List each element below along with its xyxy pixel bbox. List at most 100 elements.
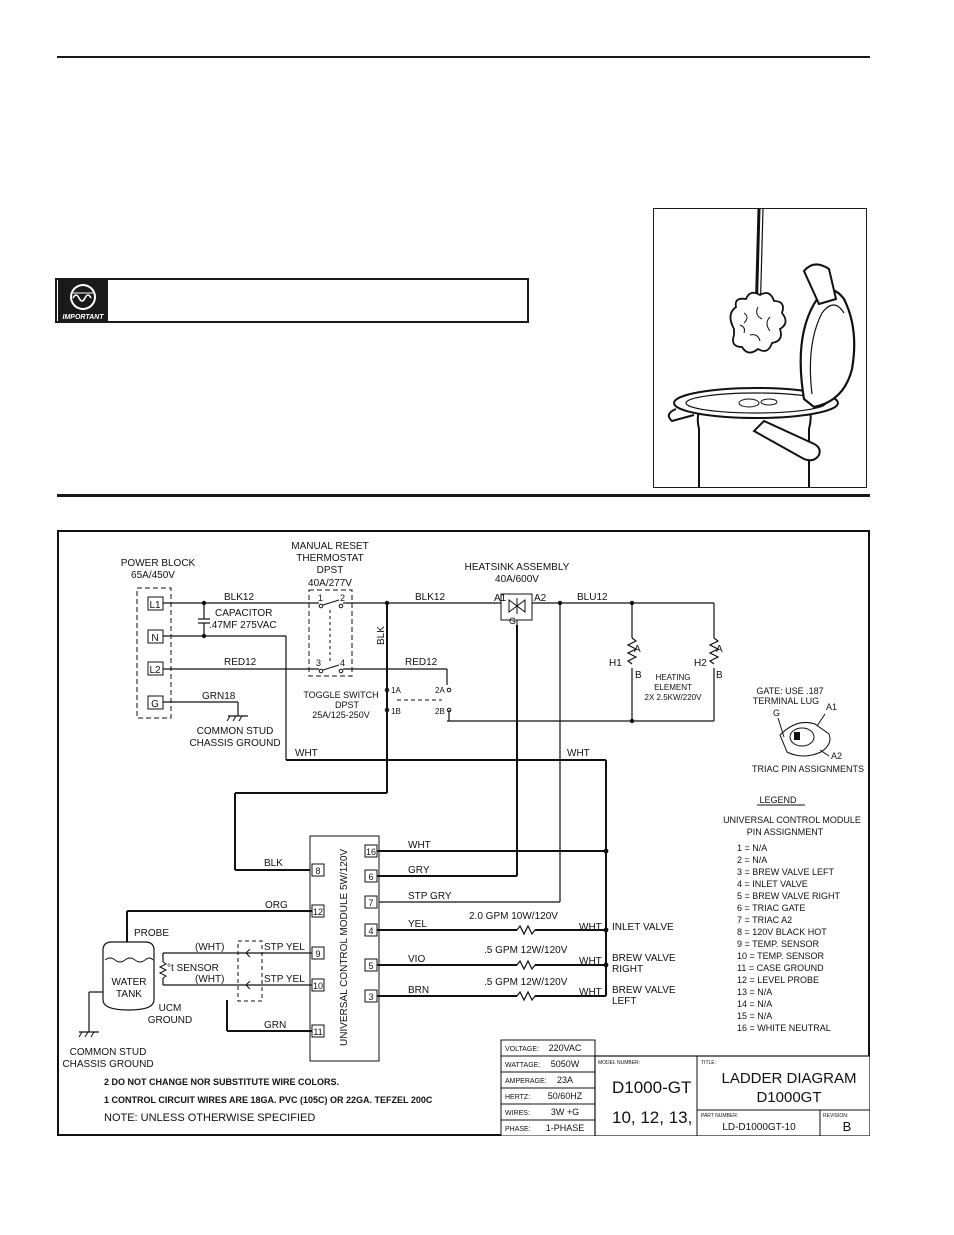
valve-device-4: INLET VALVE bbox=[612, 922, 674, 933]
toggle-pin-1b: 1B bbox=[391, 707, 401, 716]
capacitor-label: CAPACITOR bbox=[215, 608, 272, 619]
thermostat-pin-2: 2 bbox=[340, 593, 345, 603]
important-notice-box: IMPORTANT bbox=[55, 278, 529, 323]
terminal-g: G bbox=[151, 699, 159, 710]
thermostat-pin-1: 1 bbox=[318, 593, 323, 603]
spec-label: VOLTAGE: bbox=[505, 1046, 539, 1053]
ucm-pin-6: 6 bbox=[368, 872, 373, 882]
wire-red12-b: RED12 bbox=[405, 657, 438, 668]
legend-item: 4 = INLET VALVE bbox=[737, 879, 808, 889]
chassis-ground-2-line1: COMMON STUD bbox=[70, 1047, 147, 1058]
spec-table: VOLTAGE: 220VAC WATTAGE: 5050W AMPERAGE:… bbox=[500, 1039, 596, 1137]
legend-item: 13 = N/A bbox=[737, 987, 772, 997]
ucm-pin-16: 16 bbox=[366, 847, 376, 857]
note-1: 1 CONTROL CIRCUIT WIRES ARE 18GA. PVC (1… bbox=[104, 1095, 433, 1105]
top-rule bbox=[57, 56, 870, 58]
legend-item: 16 = WHITE NEUTRAL bbox=[737, 1023, 831, 1033]
legend-item: 14 = N/A bbox=[737, 999, 772, 1009]
note-2: 2 DO NOT CHANGE NOR SUBSTITUTE WIRE COLO… bbox=[104, 1077, 339, 1087]
ucm-pin-9: 9 bbox=[315, 949, 320, 959]
wire-red12-a: RED12 bbox=[224, 657, 257, 668]
thermostat-line3: DPST bbox=[317, 565, 344, 576]
heating-a-1: A bbox=[634, 644, 641, 655]
thermostat-pin-4: 4 bbox=[340, 658, 345, 668]
valve-rating-5: .5 GPM 12W/120V bbox=[484, 945, 568, 956]
power-block-title: POWER BLOCK bbox=[121, 558, 196, 569]
note-main: NOTE: UNLESS OTHERWISE SPECIFIED bbox=[104, 1112, 315, 1124]
spec-value: 3W +G bbox=[551, 1107, 579, 1117]
ladder-diagram-svg: POWER BLOCK 65A/450V L1 N L2 G BLK12 CAP… bbox=[57, 530, 871, 1137]
wire-wht-b: WHT bbox=[567, 748, 590, 759]
capacitor-value: .47MF 275VAC bbox=[209, 620, 277, 631]
heatsink-rating: 40A/600V bbox=[495, 574, 539, 585]
toggle-pin-2b: 2B bbox=[435, 707, 445, 716]
power-block-rating: 65A/450V bbox=[131, 570, 175, 581]
title-block: MODEL NUMBER: D1000-GT 10, 12, 13, TITLE… bbox=[594, 1055, 871, 1137]
cleaning-illustration bbox=[653, 208, 867, 488]
spec-value: 1-PHASE bbox=[546, 1123, 585, 1133]
legend-item: 12 = LEVEL PROBE bbox=[737, 975, 819, 985]
wire-blk: BLK bbox=[264, 858, 283, 869]
ucm-wire-5: VIO bbox=[408, 954, 425, 965]
triac-g: G bbox=[773, 708, 780, 718]
legend-item: 3 = BREW VALVE LEFT bbox=[737, 867, 834, 877]
spec-value: 50/60HZ bbox=[548, 1091, 583, 1101]
rev-label: REVISION: bbox=[823, 1113, 848, 1119]
part-number: LD-D1000GT-10 bbox=[722, 1122, 796, 1133]
heatsink-g: G bbox=[509, 616, 516, 626]
ucm-pin-8: 8 bbox=[315, 866, 320, 876]
heating-rating: 2X 2.5KW/220V bbox=[645, 693, 703, 702]
spec-label: WIRES: bbox=[505, 1110, 530, 1117]
valve-ret-4: WHT bbox=[579, 922, 602, 933]
triac-gate-line2: TERMINAL LUG bbox=[753, 696, 819, 706]
wire-stp-yel-2: STP YEL bbox=[264, 974, 305, 985]
tank-line2: TANK bbox=[116, 989, 142, 1000]
sensor-label: °t SENSOR bbox=[167, 963, 219, 974]
toggle-pin-2a: 2A bbox=[435, 686, 445, 695]
spec-value: 220VAC bbox=[549, 1043, 582, 1053]
ucm-pin-5: 5 bbox=[368, 961, 373, 971]
legend-item: 5 = BREW VALVE RIGHT bbox=[737, 891, 840, 901]
wire-grn18: GRN18 bbox=[202, 691, 236, 702]
spec-value: 23A bbox=[557, 1075, 573, 1085]
valve-device-5: BREW VALVE bbox=[612, 953, 676, 964]
spec-label: PHASE: bbox=[505, 1126, 531, 1133]
toggle-pin-1a: 1A bbox=[391, 686, 401, 695]
ucm-pin-4: 4 bbox=[368, 926, 373, 936]
valve-ret-3: WHT bbox=[579, 987, 602, 998]
legend-item: 15 = N/A bbox=[737, 1011, 772, 1021]
heatsink-a2: A2 bbox=[534, 593, 547, 604]
ucm-pin-11: 11 bbox=[313, 1027, 322, 1037]
heating-label1: HEATING bbox=[656, 673, 691, 682]
legend-item: 8 = 120V BLACK HOT bbox=[737, 927, 827, 937]
wire-wht-p1: (WHT) bbox=[195, 942, 224, 953]
legend-item: 11 = CASE GROUND bbox=[737, 963, 824, 973]
toggle-switch-rating: 25A/125-250V bbox=[312, 710, 370, 720]
valve-device2-5: RIGHT bbox=[612, 964, 643, 975]
spec-label: WATTAGE: bbox=[505, 1062, 540, 1069]
valve-rating-4: 2.0 GPM 10W/120V bbox=[469, 911, 558, 922]
wire-stp-yel-1: STP YEL bbox=[264, 942, 305, 953]
spec-label: AMPERAGE: bbox=[505, 1078, 547, 1085]
title-label: TITLE: bbox=[701, 1060, 716, 1066]
brush-pot-drawing bbox=[667, 208, 856, 487]
wire-blu12: BLU12 bbox=[577, 592, 608, 603]
heating-b-2: B bbox=[716, 670, 723, 681]
legend-item: 10 = TEMP. SENSOR bbox=[737, 951, 824, 961]
heating-h2: H2 bbox=[694, 658, 707, 669]
wire-org: ORG bbox=[265, 900, 288, 911]
valve-ret-5: WHT bbox=[579, 956, 602, 967]
terminal-l1: L1 bbox=[149, 600, 161, 611]
ucm-wire-4: YEL bbox=[408, 919, 427, 930]
title-line2: D1000GT bbox=[756, 1089, 821, 1106]
terminal-l2: L2 bbox=[149, 665, 161, 676]
legend-item: 9 = TEMP. SENSOR bbox=[737, 939, 819, 949]
part-label: PART NUMBER: bbox=[701, 1113, 738, 1119]
ucm-pin-7: 7 bbox=[368, 898, 373, 908]
wire-blk12-a: BLK12 bbox=[224, 592, 254, 603]
thermostat-line1: MANUAL RESET bbox=[291, 541, 368, 552]
section-rule bbox=[57, 494, 870, 497]
ladder-diagram: POWER BLOCK 65A/450V L1 N L2 G BLK12 CAP… bbox=[57, 530, 871, 1137]
ucm-wire-3: BRN bbox=[408, 985, 429, 996]
toggle-switch-line2: DPST bbox=[335, 700, 360, 710]
